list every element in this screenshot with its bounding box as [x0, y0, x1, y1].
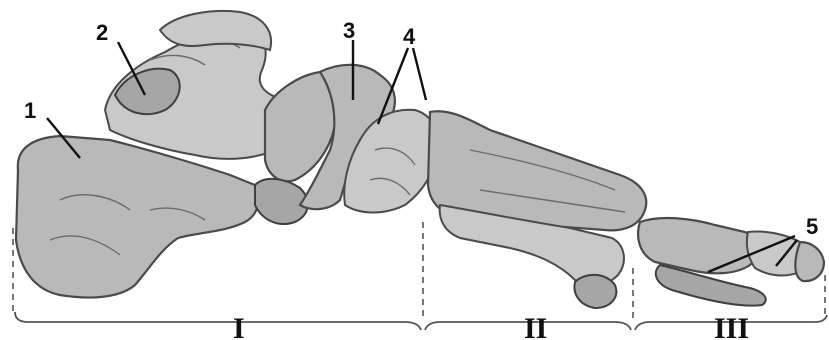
- tibia-fragment: [160, 11, 271, 50]
- cuboid-bone: [255, 179, 308, 224]
- distal-phalanx: [795, 242, 824, 281]
- label-5: 5: [806, 214, 818, 239]
- proximal-phalanx: [638, 218, 758, 273]
- talus-head: [115, 69, 180, 114]
- section-label-3: III: [714, 312, 749, 340]
- leader-4b: [413, 48, 426, 100]
- label-3: 3: [343, 18, 355, 43]
- sesamoid-bone: [574, 275, 616, 308]
- section-label-2: II: [524, 312, 547, 340]
- calcaneus-bone: [16, 136, 258, 298]
- section-label-1: I: [233, 312, 245, 340]
- label-1: 1: [24, 98, 36, 123]
- label-2: 2: [96, 20, 108, 45]
- brace-section-1: [15, 312, 421, 330]
- label-4: 4: [403, 24, 416, 49]
